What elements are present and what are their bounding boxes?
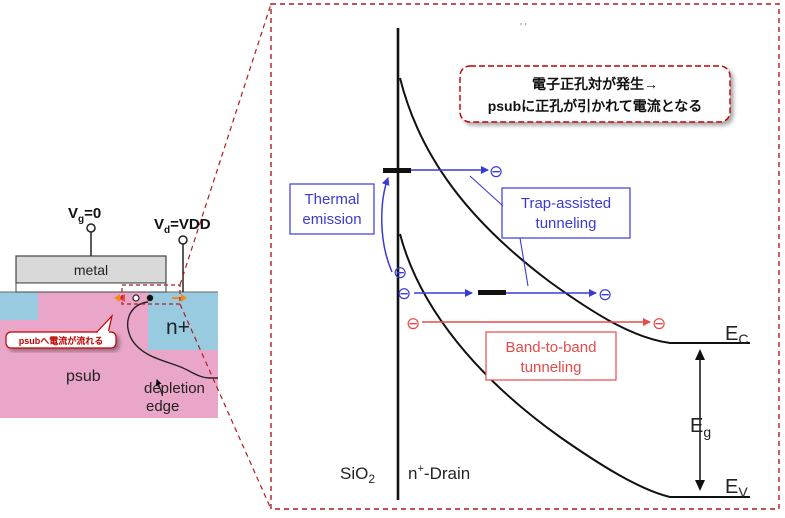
psub-label: psub <box>66 368 101 385</box>
vd-terminal <box>178 235 188 245</box>
eg-label: Eg <box>690 415 711 440</box>
psub-callout-text: psubへ電流が流れる <box>19 335 104 346</box>
zoom-box <box>121 284 181 305</box>
metal-label: metal <box>74 262 108 278</box>
trap-state-lower <box>478 290 506 295</box>
electron-symbol <box>146 294 154 302</box>
depletion-edge-curve <box>127 301 218 379</box>
trap-state-upper <box>383 168 411 173</box>
electron-upper-right: ⊖ <box>489 162 503 181</box>
vd-label: Vd=VDD <box>154 216 211 236</box>
electron-lower-right: ⊖ <box>598 285 612 304</box>
zoom-connector-top <box>179 3 272 286</box>
zoom-connector-bottom <box>179 303 272 510</box>
ec-label: EC <box>725 323 748 347</box>
depletion-pointer-arrow <box>155 379 163 395</box>
callout-line-1: 電子正孔対が発生→ <box>532 76 658 92</box>
vg-terminal <box>86 223 96 233</box>
btb-line-2: tunneling <box>521 359 582 376</box>
pair-generation-callout <box>459 65 731 123</box>
trap-line-2: tunneling <box>536 215 597 232</box>
trap-line-1: Trap-assisted <box>521 195 611 212</box>
hole-symbol <box>132 294 140 302</box>
electron-interface-1: ⊖ <box>393 263 407 282</box>
electron-btb-right: ⊖ <box>652 314 666 333</box>
trap-pointer-lower <box>519 237 529 287</box>
electron-drift-head <box>181 294 187 302</box>
psub-callout <box>5 331 117 349</box>
vg-label: Vg=0 <box>68 205 101 225</box>
hole-drift-head <box>114 294 120 302</box>
thermal-line-1: Thermal <box>304 191 359 208</box>
electron-btb-left: ⊖ <box>406 314 420 333</box>
ev-label: EV <box>725 476 748 500</box>
top-mark: ' ' <box>520 22 527 33</box>
valence-band-curve <box>399 233 750 498</box>
depletion-label-2: edge <box>146 398 179 415</box>
sio2-label: SiO2 <box>340 464 375 486</box>
device-cross-section: metal Vg=0 Vd=VDD n+ psub depletion edge… <box>0 205 218 418</box>
depletion-label-1: depletion <box>144 380 205 397</box>
trap-assisted-box <box>501 187 631 239</box>
left-n-region <box>0 292 38 320</box>
thermal-line-2: emission <box>302 211 361 228</box>
trap-pointer-upper <box>469 175 504 207</box>
band-diagram-panel: ' ' EC Eg EV SiO2 n+-Drain ⊖ ⊖ ⊖ ⊖ ⊖ <box>270 3 780 510</box>
thermal-emission-arrow <box>381 177 393 273</box>
thermal-emission-box <box>289 183 375 235</box>
callout-line-2: psubに正孔が引かれて電流となる <box>488 98 703 114</box>
nplus-region <box>148 292 218 350</box>
btb-box <box>485 331 617 381</box>
conduction-band-curve <box>399 77 750 344</box>
gate-oxide <box>15 282 167 293</box>
nplus-label: n+ <box>166 316 190 339</box>
btb-line-1: Band-to-band <box>506 339 597 356</box>
drain-label: n+-Drain <box>408 463 470 483</box>
electron-interface-2: ⊖ <box>397 284 411 303</box>
